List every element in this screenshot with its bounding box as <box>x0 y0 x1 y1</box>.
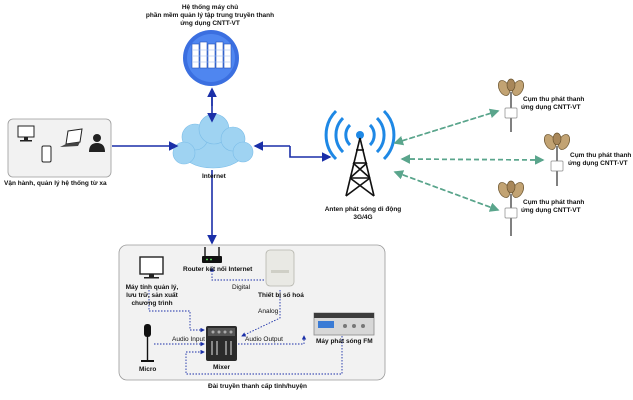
internet-label: Internet <box>202 173 226 180</box>
speaker-cluster-icon-1 <box>497 78 525 132</box>
digital-label: Digital <box>232 284 251 291</box>
audio-output-label: Audio Output <box>245 336 283 343</box>
server-subtitle-1: phần mềm quản lý tập trung truyền thanh <box>145 12 275 19</box>
desktop-icon <box>17 125 35 142</box>
antenna-label-1: Anten phát sóng di động <box>324 206 402 213</box>
digitizer-device-icon <box>265 249 295 287</box>
audio-input-label: Audio Input <box>172 336 205 343</box>
speaker-cluster-3-line1: Cụm thu phát thanh <box>523 199 585 206</box>
computer-label-1: Máy tính quản lý, <box>125 284 179 291</box>
mixer-icon <box>206 326 237 361</box>
antenna-label-2: 3G/4G <box>353 214 373 221</box>
mixer-label: Mixer <box>213 364 230 371</box>
station-links <box>148 267 343 375</box>
speaker-cluster-2-line1: Cụm thu phát thanh <box>570 152 632 159</box>
station-panel <box>118 244 386 381</box>
server-subtitle-2: ứng dụng CNTT-VT <box>180 20 240 27</box>
wireless-links <box>393 108 545 212</box>
micro-label: Micro <box>139 366 157 373</box>
computer-icon <box>139 256 164 279</box>
server-cluster-icon <box>183 30 239 86</box>
speaker-cluster-3-line2: ứng dụng CNTT-VT <box>521 207 581 214</box>
internet-links <box>112 87 332 245</box>
computer-label-3: chương trình <box>131 300 173 307</box>
speaker-cluster-icon-3 <box>497 180 525 236</box>
remote-operations-label: Vận hành, quản lý hệ thống từ xa <box>4 180 107 187</box>
station-label: Đài truyền thanh cấp tỉnh/huyện <box>208 383 307 390</box>
speaker-cluster-icon-2 <box>543 132 571 186</box>
antenna-tower-icon <box>324 109 396 197</box>
phone-icon <box>41 145 52 163</box>
speaker-cluster-1-line2: ứng dụng CNTT-VT <box>521 104 581 111</box>
fm-transmitter-icon <box>313 312 375 336</box>
analog-label: Analog <box>258 308 279 315</box>
user-icon <box>89 134 105 152</box>
computer-label-2: lưu trữ, sản xuất <box>126 292 178 299</box>
speaker-cluster-1-line1: Cụm thu phát thanh <box>523 96 585 103</box>
server-title: Hệ thống máy chủ <box>181 4 239 11</box>
internet-cloud-icon <box>172 113 254 169</box>
fm-transmitter-label: Máy phát sóng FM <box>316 338 373 345</box>
router-label: Router kết nối Internet <box>183 266 253 273</box>
laptop-icon <box>60 128 83 147</box>
router-icon <box>202 247 222 263</box>
speaker-cluster-2-line2: ứng dụng CNTT-VT <box>568 160 628 167</box>
microphone-icon <box>141 324 154 362</box>
digitizer-label: Thiết bị số hoá <box>258 292 304 299</box>
